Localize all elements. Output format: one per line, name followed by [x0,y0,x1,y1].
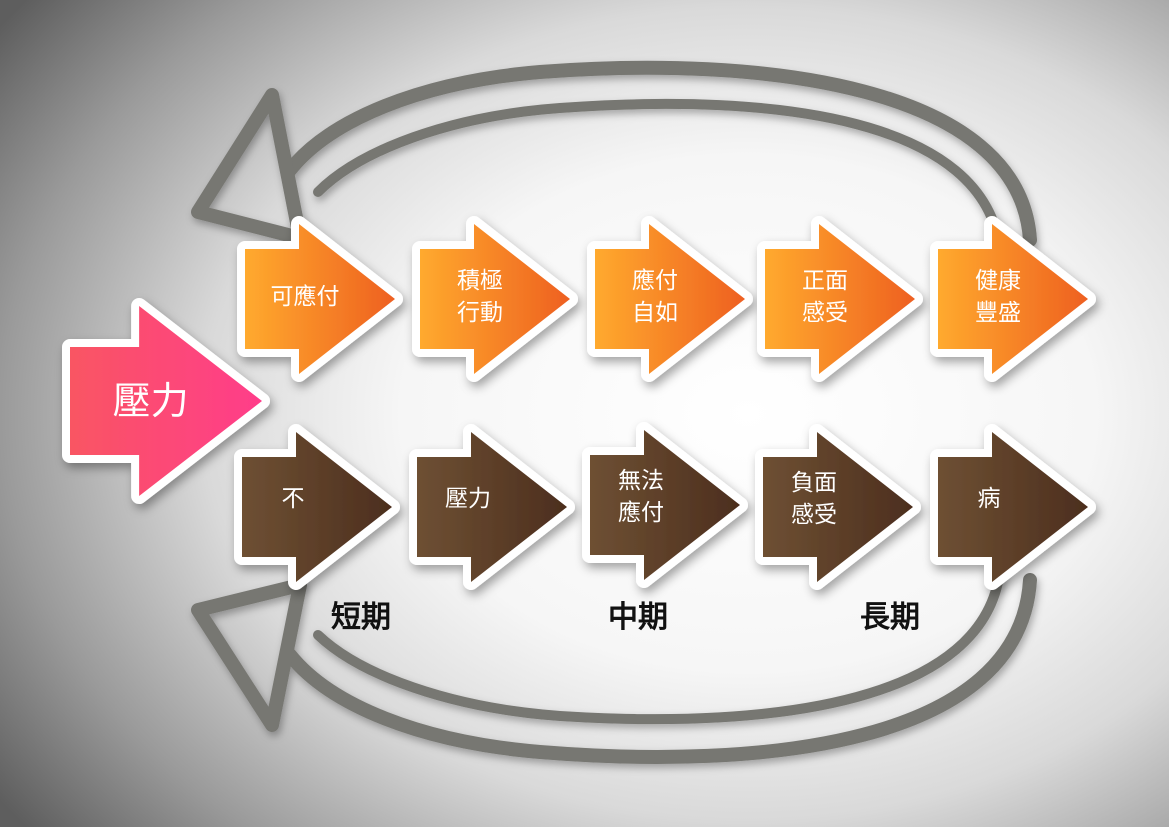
main-stress-arrow-label-line-1: 壓力 [113,379,189,423]
negative-step-arrow-2: 壓力 [409,424,575,590]
positive-step-arrow-1-body [245,224,395,374]
bottom-loop-arrow [191,565,1037,764]
negative-step-arrow-1: 不 [234,424,400,590]
period-label-mid: 中期 [608,600,668,635]
negative-step-arrow-3-label-line-2: 應付 [618,500,664,526]
negative-step-arrow-5-body [938,432,1088,582]
positive-step-arrow-5-body [938,224,1088,374]
period-label-long: 長期 [860,600,920,635]
positive-step-arrow-2-label-line-2: 行動 [457,300,503,326]
negative-step-arrow-3-body [590,430,740,580]
negative-step-arrow-2-body [417,432,567,582]
negative-step-arrow-4-label-line-1: 負面 [791,470,837,496]
period-label-short: 短期 [331,600,391,635]
negative-step-arrow-1-label-line-1: 不 [282,486,305,512]
main-stress-arrow-body [70,306,262,496]
positive-step-arrow-5-label-line-1: 健康 [975,268,1021,294]
negative-step-arrow-4-label-line-2: 感受 [791,502,837,528]
positive-step-arrow-1-label-line-1: 可應付 [271,284,340,310]
positive-step-arrow-3-label-line-1: 應付 [632,268,678,294]
positive-step-arrow-5-label-line-2: 豐盛 [975,300,1021,326]
top-loop-arrow [191,60,1037,255]
negative-step-arrow-5-label-line-1: 病 [978,486,1001,512]
negative-step-arrow-4-body [763,432,913,582]
positive-step-arrow-1: 可應付 [237,216,403,382]
negative-step-arrow-2-label-line-1: 壓力 [445,486,491,512]
positive-step-arrow-2-body [420,224,570,374]
positive-step-arrow-3-label-line-2: 自如 [632,300,678,326]
positive-step-arrow-4-label-line-1: 正面 [802,268,848,294]
negative-step-arrow-3-label-line-1: 無法 [618,468,664,494]
positive-step-arrow-3-body [595,224,745,374]
main-stress-arrow: 壓力 [62,298,270,504]
positive-step-arrow-2-label-line-1: 積極 [457,268,503,294]
positive-step-arrow-4-label-line-2: 感受 [802,300,848,326]
positive-step-arrow-4-body [765,224,915,374]
negative-step-arrow-5: 病 [930,424,1096,590]
negative-step-arrow-1-body [242,432,392,582]
